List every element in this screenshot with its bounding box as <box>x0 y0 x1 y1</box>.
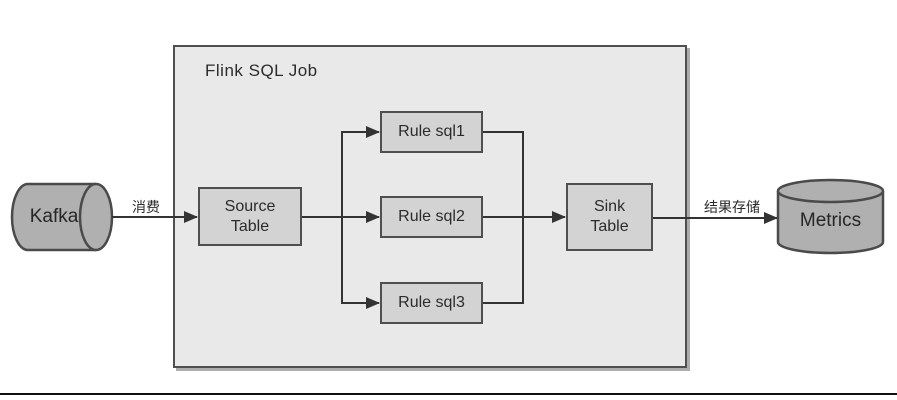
rule-sql3-node: Rule sql3 <box>380 282 483 324</box>
metrics-label: Metrics <box>799 210 862 231</box>
sink-table-node: Sink Table <box>566 183 653 251</box>
consume-edge-label: 消费 <box>132 199 160 215</box>
kafka-label: Kafka <box>29 206 79 227</box>
source-table-node: Source Table <box>198 187 302 246</box>
rule-sql1-label: Rule sql1 <box>398 123 465 140</box>
flink-sql-job-title: Flink SQL Job <box>205 61 318 80</box>
sink-table-label-line2: Table <box>590 218 629 235</box>
rule-sql2-label: Rule sql2 <box>398 208 465 225</box>
sink-table-label-line1: Sink <box>593 198 626 215</box>
bottom-divider <box>0 393 897 395</box>
source-table-label-line1: Source <box>224 197 276 215</box>
rule-sql1-node: Rule sql1 <box>380 111 483 153</box>
store-edge-label: 结果存储 <box>704 199 760 215</box>
source-table-label-line2: Table <box>230 217 270 235</box>
metrics-cylinder-rim <box>776 178 885 204</box>
rule-sql3-label: Rule sql3 <box>398 294 465 311</box>
rule-sql2-node: Rule sql2 <box>380 196 483 238</box>
